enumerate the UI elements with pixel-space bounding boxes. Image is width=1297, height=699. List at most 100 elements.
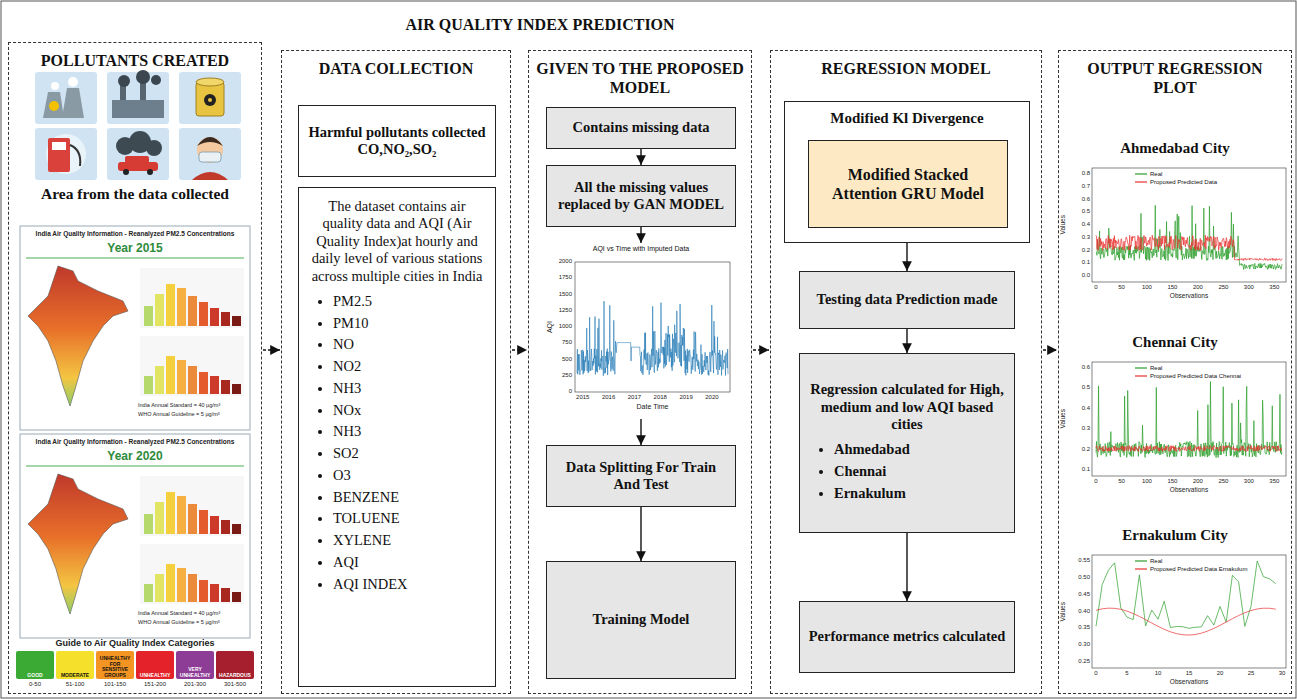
predicted-series — [1096, 235, 1282, 260]
node-text: Testing data Prediction made — [817, 291, 998, 308]
axis-tick: 2018 — [648, 394, 672, 401]
axis-tick: 200 — [1186, 478, 1210, 485]
pollutant-icons — [120, 86, 126, 100]
legend-text: HAZARDOUS — [219, 673, 251, 679]
bullet-item: AQI INDEX — [333, 574, 487, 596]
legend-swatch: GOOD — [16, 651, 54, 679]
axis-tick: 0.40 — [1068, 608, 1090, 615]
axis-tick: 2020 — [700, 394, 724, 401]
pollutant-icons — [125, 156, 149, 163]
pollutant-icons — [196, 82, 224, 116]
pollutant-icons — [197, 137, 223, 146]
city-name: Ahmedabad City — [1058, 140, 1292, 157]
bullet-item: NO — [333, 334, 487, 356]
pollutant-icons — [197, 137, 223, 163]
predicted-series — [1096, 608, 1276, 635]
pollutant-icons — [35, 72, 97, 124]
plot-frame — [1092, 168, 1286, 282]
axis-tick: 0.0 — [1068, 272, 1090, 279]
axis-title: Observations — [1092, 678, 1286, 685]
flow-arrow — [640, 419, 641, 445]
map-note: WHO Annual Guideline = 5 µg/m³ — [138, 619, 246, 625]
flow-arrow — [753, 349, 769, 350]
legend-swatch: UNHEALTHY FOR SENSITIVE GROUPS — [96, 651, 134, 679]
flow-arrow — [263, 349, 280, 350]
pollutant-icons — [192, 172, 228, 180]
flow-arrow — [906, 243, 907, 271]
pollutant-icons — [208, 98, 212, 102]
axis-tick: 350 — [1262, 284, 1286, 291]
axis-tick: 30 — [1270, 670, 1294, 677]
map-note: India Annual Standard = 40 µg/m³ — [138, 402, 246, 408]
pollutant-icons — [123, 169, 129, 175]
flow-arrow — [640, 507, 641, 561]
pollutant-icons — [204, 94, 216, 106]
axis-tick: 100 — [1135, 284, 1159, 291]
range-label: 51-100 — [56, 681, 94, 688]
panel: GIVEN TO THE PROPOSED MODELContains miss… — [528, 50, 752, 694]
range-label: 151-200 — [136, 681, 174, 688]
bullet-item: XYLENE — [333, 530, 487, 552]
bullet-item: NH3 — [333, 378, 487, 400]
axis-tick: 1000 — [549, 323, 572, 330]
plot-frame — [1092, 362, 1286, 476]
pollutant-icons — [62, 88, 84, 118]
axis-tick: 100 — [1135, 478, 1159, 485]
axis-title: Observations — [1092, 292, 1286, 299]
pollutant-icons — [136, 70, 150, 84]
axis-title: Date Time — [575, 403, 730, 411]
flow-arrow — [640, 227, 641, 243]
bullet-item: Ernakulum — [834, 483, 1006, 505]
axis-tick: 0.6 — [1068, 196, 1090, 203]
axis-tick: 0.3 — [1068, 425, 1090, 432]
pollutant-icons — [70, 145, 80, 166]
real-series — [1096, 205, 1282, 269]
pollutant-icons — [35, 128, 97, 180]
pollutant-icons — [179, 72, 241, 124]
city-name: Chennai City — [1058, 334, 1292, 351]
axis-tick: 0 — [1084, 284, 1108, 291]
axis-tick: 500 — [549, 356, 572, 363]
sub-heading: Area from the data collected — [9, 185, 261, 203]
pollutant-icons — [112, 100, 164, 118]
legend-line — [1134, 373, 1148, 379]
node-text: Training Model — [593, 611, 690, 628]
bullet-list: PM2.5PM10NONO2NH3NOxNH3SO2O3BENZENETOLUE… — [307, 291, 487, 596]
pollutant-icons — [147, 169, 153, 175]
process-box: Harmful pollutants collected CO,NO₂,SO₂ — [298, 105, 496, 177]
axis-tick: 15 — [1177, 670, 1201, 677]
pm25-map-2020 — [20, 434, 250, 638]
legend-line — [1134, 566, 1148, 572]
node-text: DATA COLLECTION — [282, 51, 510, 78]
map-year: Year 2020 — [24, 450, 246, 464]
legend-text: UNHEALTHY FOR SENSITIVE GROUPS — [97, 656, 133, 678]
flow-arrow — [512, 349, 527, 350]
axis-tick: 250 — [1211, 284, 1235, 291]
node-text: Regression calculated for High, medium a… — [808, 381, 1006, 433]
bullet-item: PM10 — [333, 313, 487, 335]
legend-text: Proposed Predicted Data — [1150, 179, 1217, 186]
panel: REGRESSION MODELModified Kl DivergenceMo… — [770, 50, 1042, 694]
bullet-item: TOLUENE — [333, 508, 487, 530]
node-text: AQI vs Time with Imputed Data — [546, 245, 736, 252]
node-text: Modified Stacked Attention GRU Model — [817, 165, 999, 203]
axis-tick: 300 — [1237, 478, 1261, 485]
axis-tick: 5 — [1115, 670, 1139, 677]
axis-tick: 25 — [1239, 670, 1263, 677]
process-box: Performance metrics calculated — [799, 601, 1015, 673]
legend-swatch: VERY UNHEALTHY — [176, 651, 214, 679]
pollutant-icons — [196, 78, 224, 86]
axis-title: AQI — [546, 307, 554, 347]
axis-tick: 50 — [1109, 284, 1133, 291]
axis-tick: 0.45 — [1068, 591, 1090, 598]
real-series — [1096, 382, 1282, 458]
node-text: POLLUTANTS CREATED — [9, 43, 261, 70]
range-label: 0-50 — [16, 681, 54, 688]
axis-tick: 1250 — [549, 307, 572, 314]
axis-tick: 250 — [549, 372, 572, 379]
axis-tick: 0.1 — [1068, 259, 1090, 266]
legend-text: Proposed Predicted Data Chennai — [1150, 373, 1241, 380]
pm25-map-2015 — [20, 226, 250, 430]
city-name: Ernakulum City — [1058, 527, 1292, 544]
pollutant-icons — [68, 77, 78, 87]
